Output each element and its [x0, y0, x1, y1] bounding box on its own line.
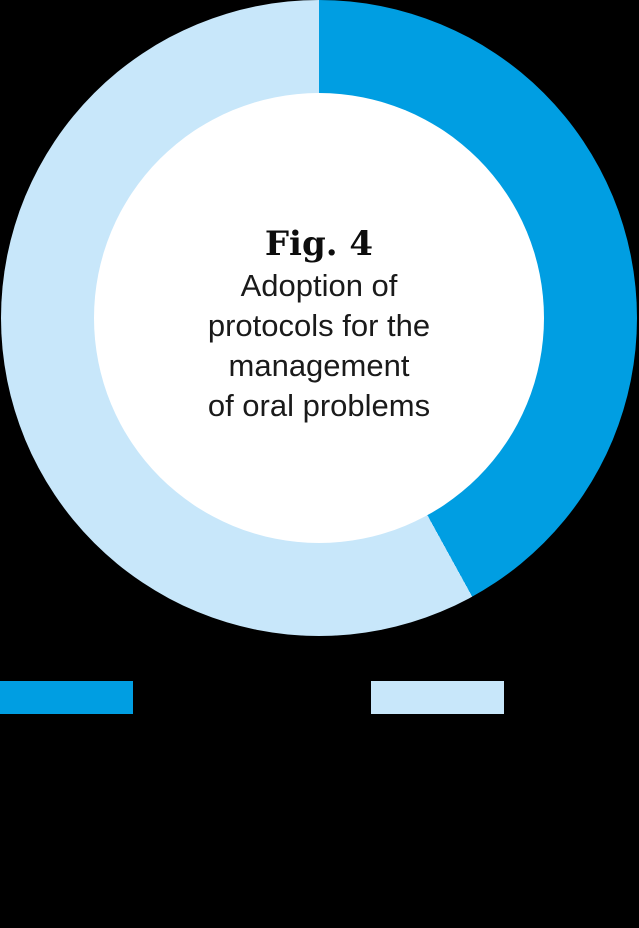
donut-ring: Fig. 4 Adoption of protocols for the man…	[1, 0, 637, 636]
donut-center-text: Fig. 4 Adoption of protocols for the man…	[208, 224, 430, 426]
legend-swatch-light-blue	[371, 681, 504, 714]
chart-title-line: protocols for the	[207, 308, 431, 343]
chart-title-line: management	[228, 348, 410, 383]
figure-label: Fig. 4	[264, 224, 374, 264]
chart-title-line: of oral problems	[207, 388, 431, 423]
chart-title-line: Adoption of	[240, 268, 398, 303]
legend-swatch-dark-blue	[0, 681, 133, 714]
donut-hole: Fig. 4 Adoption of protocols for the man…	[94, 93, 544, 543]
